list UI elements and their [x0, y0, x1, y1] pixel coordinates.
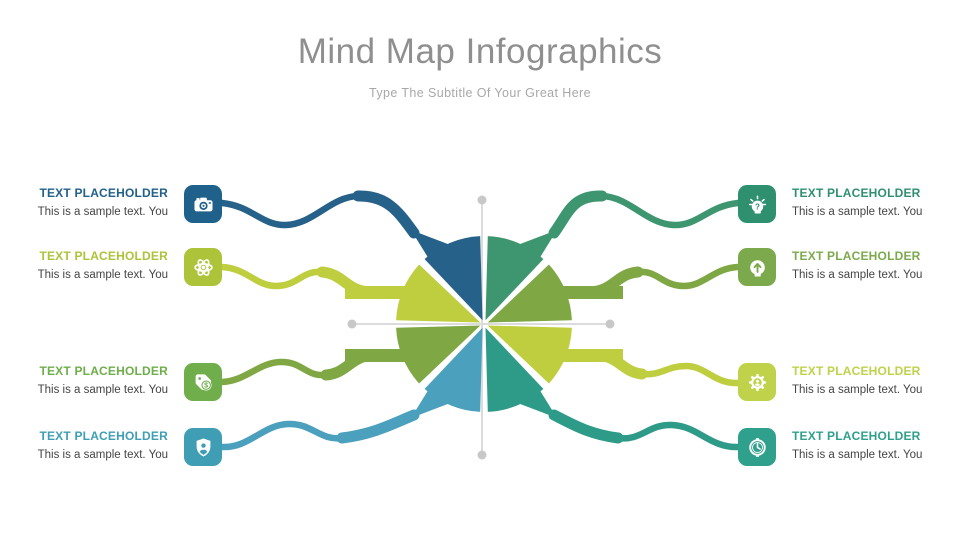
list-item-left-2: TEXT PLACEHOLDER This is a sample text. …: [18, 248, 222, 286]
clock-icon: [738, 428, 776, 466]
list-item-left-4: TEXT PLACEHOLDER This is a sample text. …: [18, 428, 222, 466]
slice-sse: [485, 327, 544, 412]
ribbon-right-1-taper: [548, 190, 608, 239]
axis-dot-left: [347, 319, 357, 329]
connector-ribbons: [218, 190, 742, 451]
item-body: This is a sample text. You: [37, 449, 168, 461]
slice-nnw: [424, 236, 483, 321]
mind-arrow-icon: [738, 248, 776, 286]
list-item-left-1: TEXT PLACEHOLDER This is a sample text. …: [18, 185, 222, 223]
list-item-left-3: TEXT PLACEHOLDER This is a sample text. …: [18, 363, 222, 401]
axis-crosshair: [347, 195, 615, 460]
item-heading: TEXT PLACEHOLDER: [39, 364, 168, 378]
page-subtitle: Type The Subtitle Of Your Great Here: [369, 86, 591, 100]
wheel: [396, 236, 572, 412]
item-body: This is a sample text. You: [37, 206, 168, 218]
slice-ssw: [424, 327, 483, 412]
slice-wnw: [396, 264, 481, 323]
idea-head-icon: ?: [738, 185, 776, 223]
list-item-right-3: TEXT PLACEHOLDER This is a sample text. …: [738, 363, 960, 401]
item-heading: TEXT PLACEHOLDER: [39, 249, 168, 263]
svg-text:?: ?: [755, 202, 760, 211]
list-item-right-2: TEXT PLACEHOLDER This is a sample text. …: [738, 248, 960, 286]
axis-dot-bottom: [477, 450, 487, 460]
item-body: This is a sample text. You: [37, 269, 168, 281]
gear-user-icon: [738, 363, 776, 401]
item-body: This is a sample text. You: [792, 449, 923, 461]
slice-ese: [487, 325, 572, 384]
slide-header: Mind Map Infographics Type The Subtitle …: [0, 0, 960, 100]
ribbon-left-4: [218, 420, 346, 451]
ribbon-left-3: [218, 358, 330, 386]
price-tag-icon: $: [184, 363, 222, 401]
slice-nne: [485, 236, 544, 321]
ribbon-right-4-taper: [548, 409, 624, 444]
list-item-right-4: TEXT PLACEHOLDER This is a sample text. …: [738, 428, 960, 466]
ribbon-left-2: [218, 263, 326, 290]
ribbon-right-1: [598, 192, 742, 229]
ribbon-left-4-taper: [336, 409, 420, 444]
slice-ene: [487, 264, 572, 323]
item-body: This is a sample text. You: [37, 384, 168, 396]
slice-wsw: [396, 325, 481, 384]
svg-text:$: $: [204, 381, 208, 389]
item-body: This is a sample text. You: [792, 206, 923, 218]
axis-dot-right: [605, 319, 615, 329]
camera-icon: [184, 185, 222, 223]
page-title: Mind Map Infographics: [297, 32, 663, 71]
item-heading: TEXT PLACEHOLDER: [39, 186, 168, 200]
ribbon-right-3: [638, 362, 742, 387]
shield-user-icon: [184, 428, 222, 466]
item-heading: TEXT PLACEHOLDER: [792, 429, 921, 443]
list-item-right-1: ? TEXT PLACEHOLDER This is a sample text…: [738, 185, 960, 223]
ribbon-left-1: [218, 192, 362, 229]
item-heading: TEXT PLACEHOLDER: [792, 364, 921, 378]
item-heading: TEXT PLACEHOLDER: [792, 186, 921, 200]
item-body: This is a sample text. You: [792, 384, 923, 396]
atom-icon: [184, 248, 222, 286]
item-heading: TEXT PLACEHOLDER: [39, 429, 168, 443]
item-heading: TEXT PLACEHOLDER: [792, 249, 921, 263]
ribbon-right-4: [614, 421, 742, 451]
item-body: This is a sample text. You: [792, 269, 923, 281]
ribbon-left-1-taper: [352, 190, 420, 239]
axis-dot-top: [477, 195, 487, 205]
ribbon-right-2: [634, 263, 742, 290]
